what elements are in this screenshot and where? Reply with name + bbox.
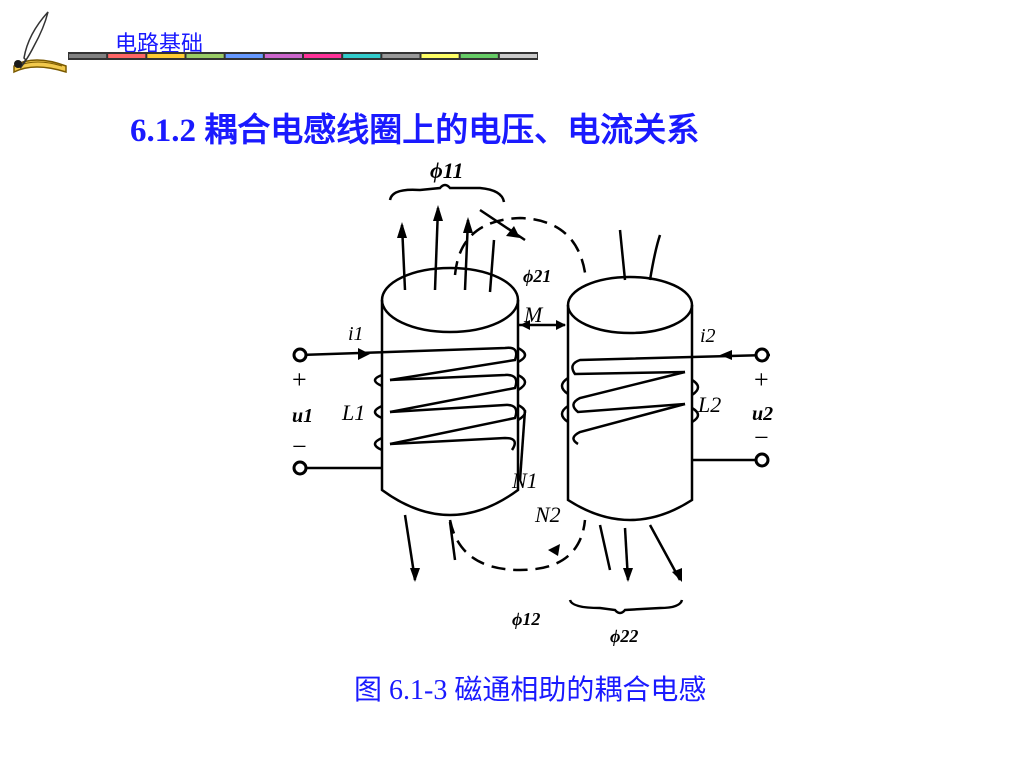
coil1-body: [380, 300, 520, 517]
ruler-segment: [499, 54, 537, 58]
coil2-body: [566, 305, 694, 522]
inductor-L1-label: L1: [341, 400, 365, 425]
ruler-segment: [69, 54, 107, 58]
current-i1-label: i1: [348, 323, 364, 345]
terminal-1-plus: [292, 347, 308, 363]
turns-N2-label: N2: [534, 502, 561, 527]
mutual-inductance-label: M: [523, 302, 544, 327]
terminal-1-minus: [292, 460, 308, 476]
minus-sign-right: −: [754, 423, 769, 452]
coupled-inductor-diagram: ϕ11 ϕ21 ϕ12 ϕ22 M i1 i2 L1 L2 u1 u2 N1 N…: [292, 158, 773, 646]
voltage-u2-label: u2: [752, 403, 773, 425]
turns-N1-label: N1: [511, 468, 538, 493]
terminal-2-plus: [754, 347, 770, 363]
ruler-segment: [343, 54, 381, 58]
ruler-segment: [460, 54, 498, 58]
ruler-segment: [225, 54, 263, 58]
voltage-u1-label: u1: [292, 405, 313, 427]
quill-book-logo: [13, 11, 67, 74]
ruler-segment: [108, 54, 146, 58]
ruler-segment: [186, 54, 224, 58]
phi12-label: ϕ12: [512, 609, 540, 629]
inductor-L2-label: L2: [697, 392, 721, 417]
phi22-label: ϕ22: [610, 626, 638, 646]
ruler-segment: [382, 54, 420, 58]
phi11-label: ϕ11: [430, 158, 464, 183]
coil1-top: [380, 266, 520, 334]
minus-sign-left: −: [292, 432, 307, 461]
plus-sign-left: +: [292, 365, 307, 394]
ruler-segment: [421, 54, 459, 58]
coil2-top: [566, 275, 694, 335]
ruler-segment: [304, 54, 342, 58]
figure-caption: 图 6.1-3 磁通相助的耦合电感: [354, 675, 707, 706]
phi21-label: ϕ21: [523, 266, 551, 286]
plus-sign-right: +: [754, 365, 769, 394]
ruler-segment: [147, 54, 185, 58]
decorative-color-ruler: [68, 52, 538, 60]
current-i2-label: i2: [700, 325, 716, 347]
section-title: 6.1.2 耦合电感线圈上的电压、电流关系: [130, 113, 700, 149]
slide-header: 电路基础: [0, 0, 1024, 80]
terminal-2-minus: [754, 452, 770, 468]
ruler-segment: [264, 54, 302, 58]
